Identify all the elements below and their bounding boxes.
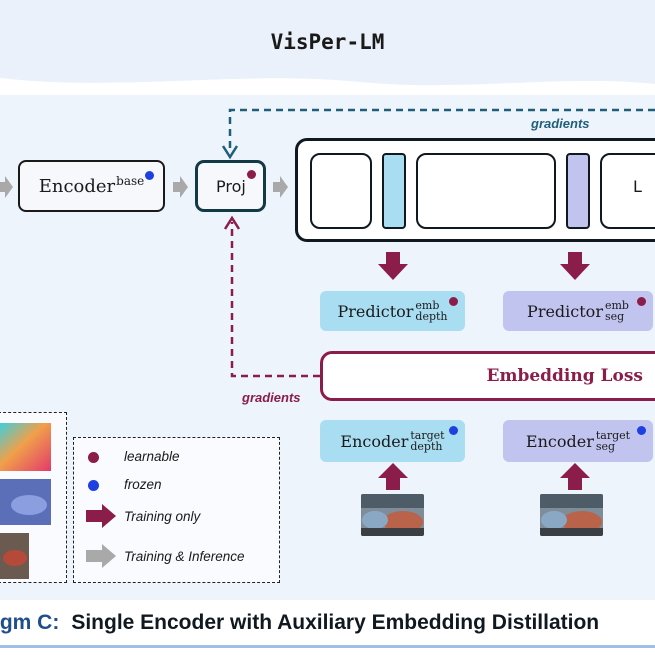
- train-arrow-seg: [560, 252, 590, 280]
- llm-box: L: [295, 138, 655, 242]
- predictor-depth-sup: emb: [415, 299, 440, 312]
- llm-depth-token-strip: [382, 153, 406, 229]
- gradient-arrowhead-left: [223, 215, 241, 230]
- frozen-dot-icon: [637, 426, 646, 435]
- frozen-dot-icon: [145, 171, 154, 180]
- legend-learnable: learnable: [124, 449, 180, 464]
- image-examples-box: [0, 412, 67, 583]
- embedding-loss-box: Embedding Loss: [320, 351, 655, 401]
- grey-arrow-input: [0, 176, 13, 198]
- learnable-dot-icon: [449, 297, 458, 306]
- grey-arrow-proj-llm: [273, 176, 288, 198]
- encoder-target-depth-box: Encoder target depth: [320, 420, 465, 462]
- title-banner: [0, 0, 655, 95]
- legend-training-inference: Training & Inference: [124, 549, 245, 564]
- predictor-seg-box: Predictor emb seg: [503, 291, 653, 331]
- predictor-depth-label: Predictor: [337, 301, 414, 321]
- learnable-dot-icon: [88, 452, 99, 463]
- proj-box: Proj: [195, 160, 266, 212]
- predictor-seg-sup: emb: [604, 299, 629, 312]
- train-arrow-img-seg: [560, 463, 590, 490]
- car-image-depth: [361, 494, 424, 536]
- example-images: [0, 423, 51, 579]
- training-inference-arrow-icon: [86, 544, 116, 568]
- train-arrow-img-depth: [378, 463, 408, 490]
- llm-token-block-2: [416, 153, 556, 229]
- encoder-base-box: Encoder base: [18, 160, 165, 212]
- gradients-label-left: gradients: [242, 390, 301, 405]
- llm-token-block-1: [310, 153, 372, 229]
- footer-divider: [0, 645, 655, 648]
- train-arrow-depth: [378, 252, 408, 280]
- footer-caption: igm C: Single Encoder with Auxiliary Embe…: [0, 611, 599, 635]
- predictor-seg-sub: seg: [604, 310, 625, 323]
- gradient-path-top: [228, 108, 655, 152]
- legend-frozen: frozen: [124, 477, 162, 492]
- encoder-seg-sup: target: [595, 429, 631, 442]
- encoder-seg-script: target seg: [596, 430, 630, 452]
- encoder-depth-sup: target: [410, 429, 445, 442]
- legend-training-only: Training only: [124, 509, 201, 524]
- encoder-depth-sub: depth: [410, 440, 443, 453]
- gradient-arrowhead-top: [221, 145, 239, 160]
- encoder-depth-label: Encoder: [340, 431, 409, 451]
- diagram-title: VisPer-LM: [270, 30, 385, 54]
- grey-arrow-enc-proj: [173, 176, 188, 198]
- banner-wave: [0, 78, 655, 95]
- encoder-depth-script: target depth: [410, 430, 444, 452]
- proj-label: Proj: [216, 176, 246, 196]
- gradients-label-top: gradients: [531, 116, 590, 131]
- encoder-seg-sub: seg: [595, 440, 616, 453]
- gradient-path-left: [230, 222, 320, 378]
- encoder-base-label: Encoder: [38, 175, 116, 197]
- car-image-seg: [540, 494, 603, 536]
- llm-seg-token-strip: [566, 153, 590, 229]
- predictor-depth-sub: depth: [415, 310, 448, 323]
- predictor-seg-script: emb seg: [605, 300, 629, 322]
- encoder-base-sup: base: [116, 174, 145, 188]
- predictor-depth-box: Predictor emb depth: [320, 291, 465, 331]
- encoder-seg-label: Encoder: [525, 431, 594, 451]
- learnable-dot-icon: [637, 297, 646, 306]
- learnable-dot-icon: [247, 170, 256, 179]
- encoder-target-seg-box: Encoder target seg: [503, 420, 653, 462]
- legend: learnable frozen Training only Training …: [73, 437, 280, 583]
- llm-partial-label: L: [633, 177, 642, 196]
- footer-prefix: igm C:: [0, 611, 60, 634]
- frozen-dot-icon: [449, 426, 458, 435]
- frozen-dot-icon: [88, 480, 99, 491]
- training-only-arrow-icon: [86, 504, 116, 528]
- llm-token-block-3: [600, 153, 655, 229]
- predictor-seg-label: Predictor: [527, 301, 603, 321]
- footer-text: Single Encoder with Auxiliary Embedding …: [71, 611, 600, 634]
- predictor-depth-script: emb depth: [415, 300, 447, 322]
